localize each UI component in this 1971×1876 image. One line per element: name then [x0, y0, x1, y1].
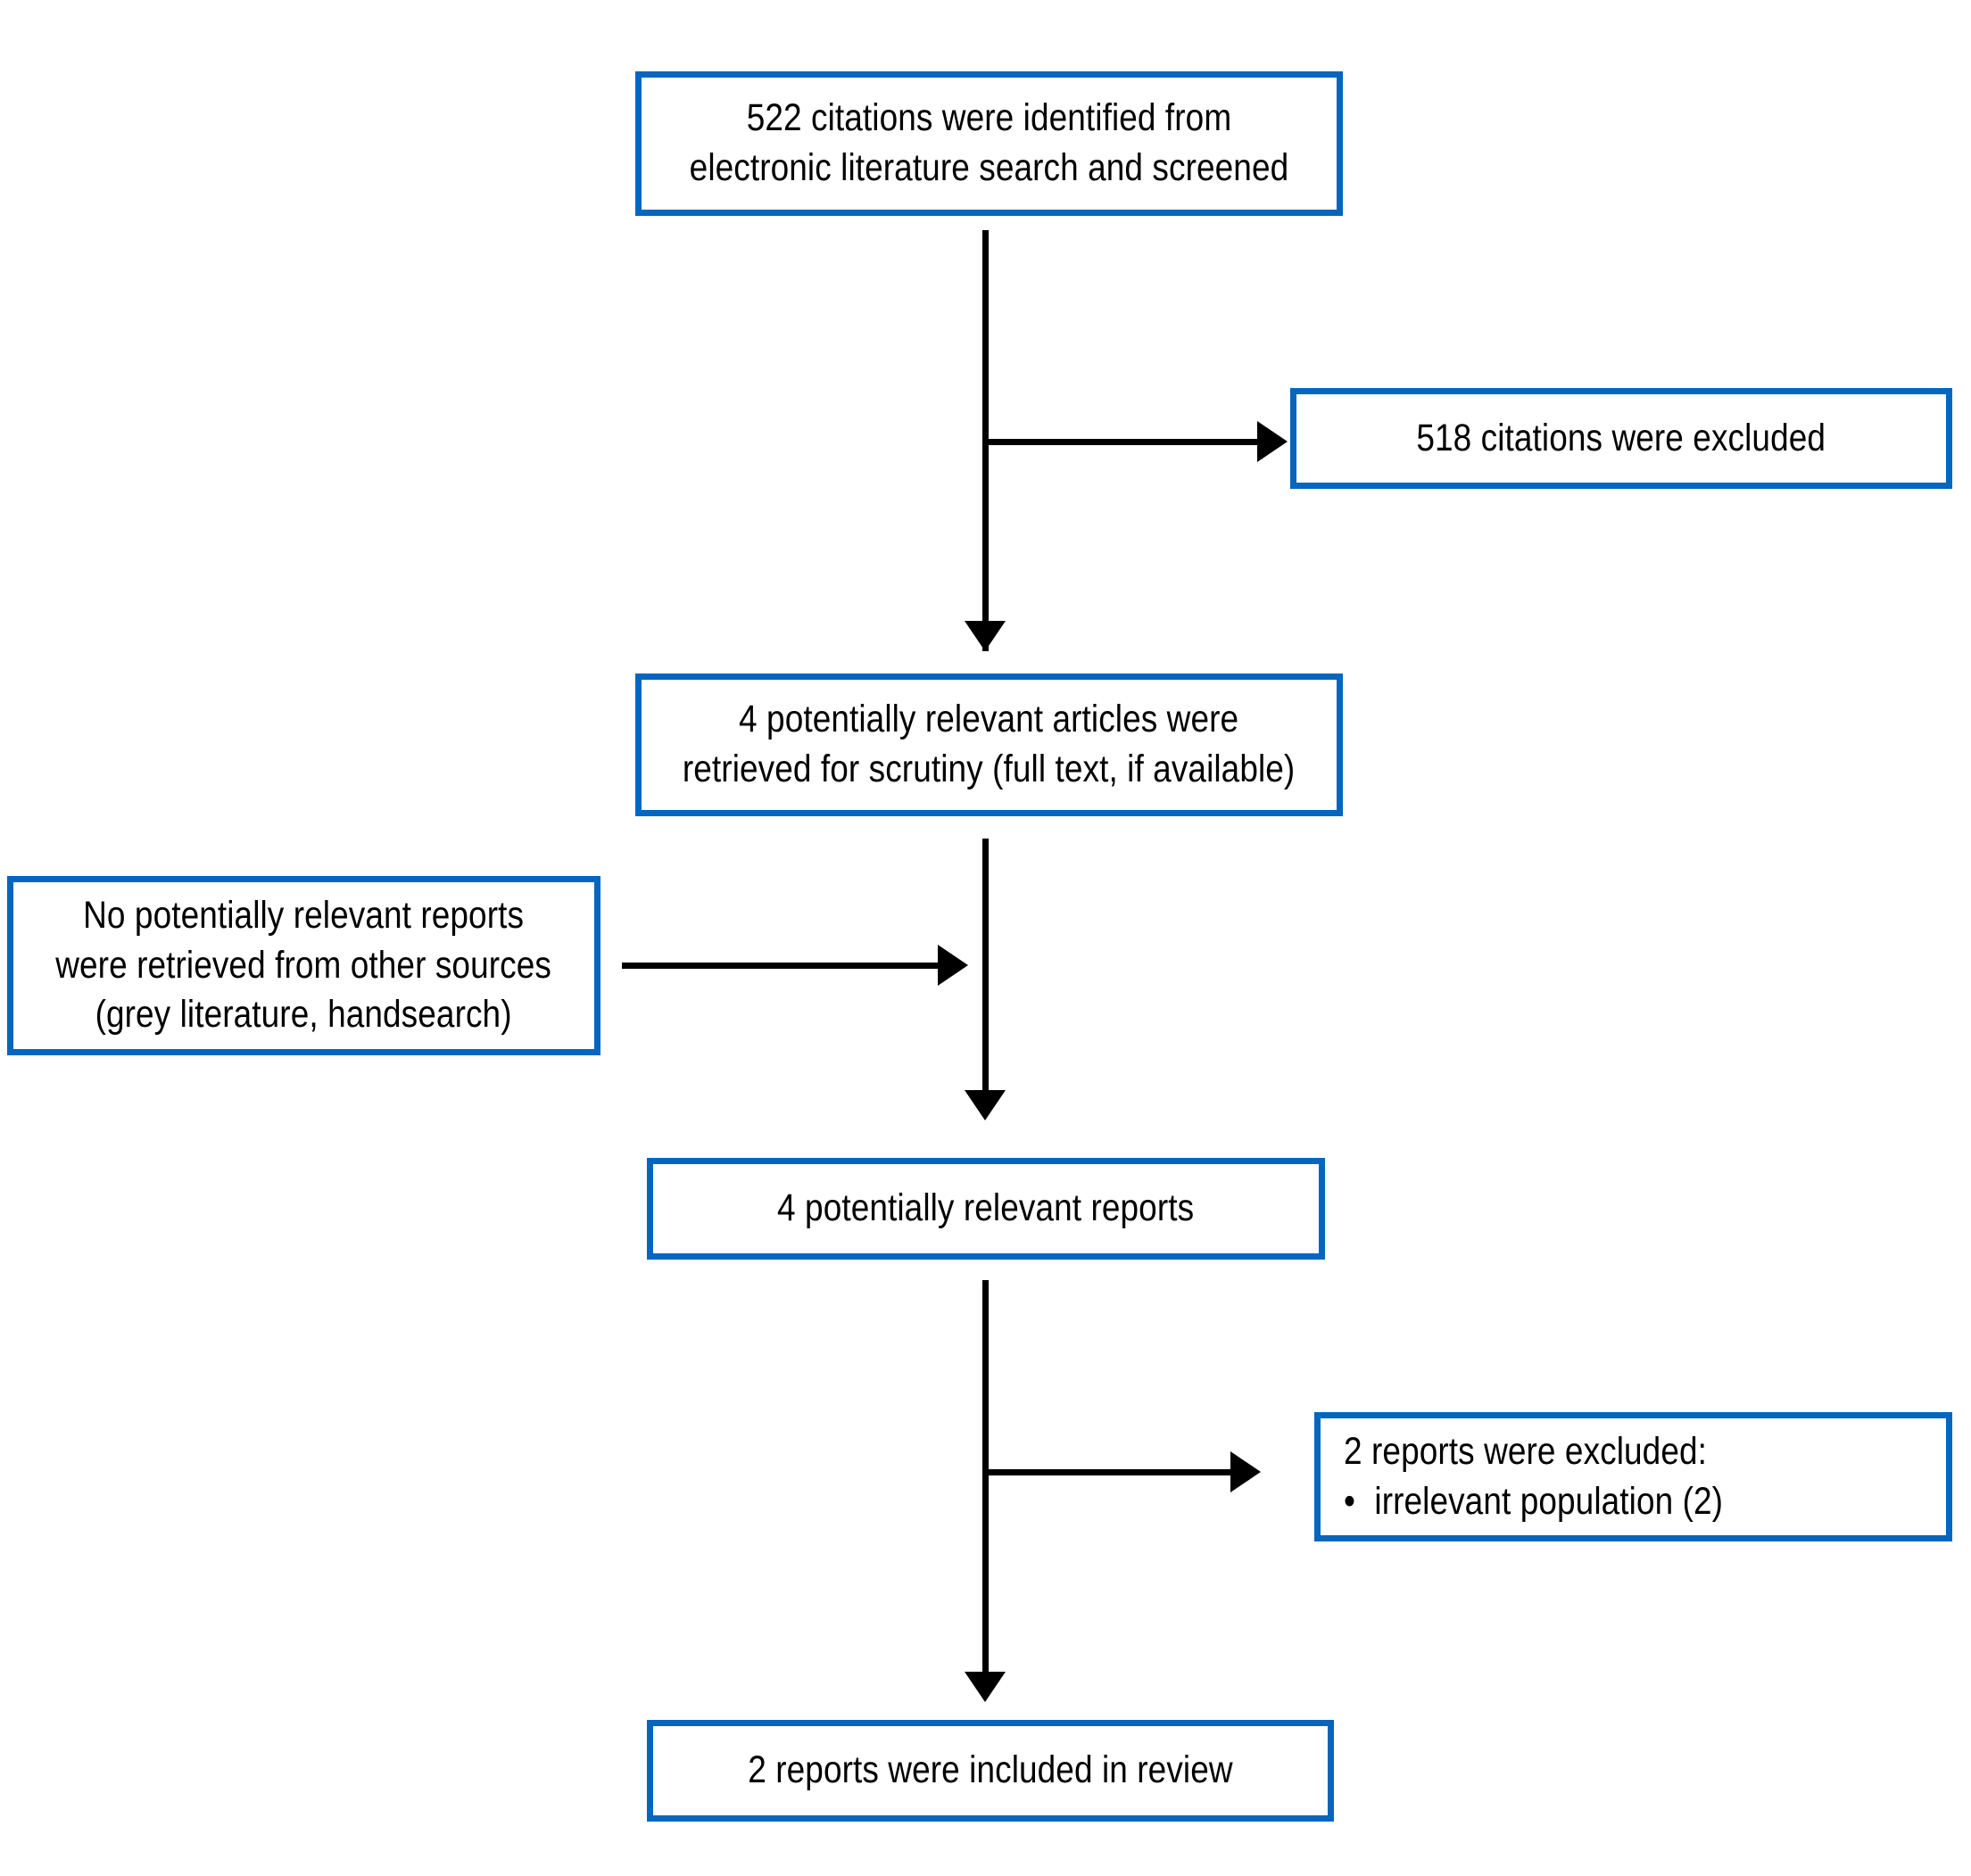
node-reports-included-line1: 2 reports were included in review: [748, 1748, 1233, 1792]
node-citations-excluded-line1: 518 citations were excluded: [1416, 416, 1826, 459]
connector-reports-to-excluded-line: [982, 1469, 1234, 1475]
node-citations-identified-line2: electronic literature search and screene…: [689, 146, 1289, 189]
node-reports-included-text: 2 reports were included in review: [748, 1746, 1232, 1796]
node-other-sources-line1: No potentially relevant reports: [83, 893, 525, 937]
node-citations-excluded-text: 518 citations were excluded: [1417, 414, 1826, 464]
node-citations-excluded: 518 citations were excluded: [1290, 388, 1952, 489]
node-reports-excluded-bullet1: irrelevant population (2): [1374, 1479, 1724, 1523]
node-reports-excluded: 2 reports were excluded: • irrelevant popu…: [1314, 1412, 1952, 1541]
node-relevant-reports-line1: 4 potentially relevant reports: [777, 1186, 1195, 1230]
node-reports-excluded-bullet-row: • irrelevant population (2): [1344, 1477, 1723, 1527]
connector-reports-to-included-line: [982, 1280, 989, 1678]
node-other-sources-text: No potentially relevant reports were ret…: [56, 891, 552, 1041]
connector-other-sources-line: [622, 963, 941, 969]
connector-other-sources-arrowhead: [938, 945, 968, 986]
bullet-icon: •: [1344, 1479, 1356, 1523]
connector-reports-to-excluded-arrowhead: [1230, 1451, 1261, 1492]
node-other-sources: No potentially relevant reports were ret…: [7, 876, 600, 1055]
node-other-sources-line3: (grey literature, handsearch): [95, 993, 513, 1037]
connector-identified-to-excluded-arrowhead: [1257, 421, 1288, 462]
connector-identified-to-retrieved-arrowhead: [965, 621, 1006, 651]
node-reports-excluded-text: 2 reports were excluded: • irrelevant popu…: [1344, 1427, 1723, 1527]
node-articles-retrieved-line2: retrieved for scrutiny (full text, if av…: [683, 748, 1296, 790]
connector-retrieved-to-reports-arrowhead: [965, 1090, 1006, 1120]
node-reports-included: 2 reports were included in review: [647, 1720, 1334, 1822]
connector-reports-to-included-arrowhead: [965, 1672, 1006, 1702]
node-citations-identified: 522 citations were identified from elect…: [635, 71, 1343, 216]
node-citations-identified-text: 522 citations were identified from elect…: [690, 94, 1289, 194]
node-relevant-reports-text: 4 potentially relevant reports: [777, 1184, 1194, 1234]
node-reports-excluded-line1: 2 reports were excluded:: [1344, 1429, 1708, 1473]
node-articles-retrieved-text: 4 potentially relevant articles were ret…: [683, 695, 1295, 795]
connector-identified-to-excluded-line: [982, 439, 1261, 445]
node-relevant-reports: 4 potentially relevant reports: [647, 1158, 1325, 1260]
node-other-sources-line2: were retrieved from other sources: [55, 943, 552, 987]
node-articles-retrieved: 4 potentially relevant articles were ret…: [635, 674, 1343, 816]
node-citations-identified-line1: 522 citations were identified from: [746, 96, 1232, 140]
connector-retrieved-to-reports-line: [982, 839, 989, 1093]
node-articles-retrieved-line1: 4 potentially relevant articles were: [739, 698, 1239, 741]
